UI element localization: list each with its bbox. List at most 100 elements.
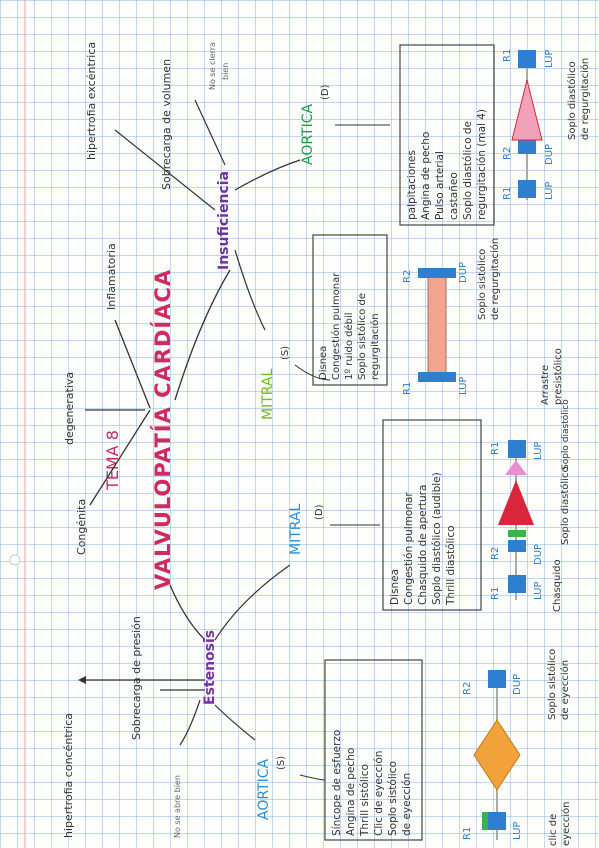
r1-bar — [418, 372, 456, 382]
est-aortica-lup: LUP — [512, 822, 523, 840]
est-mitral-note-arrastre-2: presistólico — [552, 348, 564, 405]
insuficiencia-effect-1: hipertrofia excéntrica — [85, 42, 98, 160]
binder-hole — [9, 554, 21, 566]
est-mitral-sub: (D) — [314, 504, 325, 520]
est-mitral-note-arrastre-1: Arrastre — [540, 365, 551, 405]
cause-degenerativa: degenerativa — [63, 372, 76, 445]
r2-bar — [518, 140, 536, 154]
clic-bar — [482, 812, 488, 830]
symptom: Congestión pulmonar — [403, 492, 415, 605]
estenosis-connectors — [80, 564, 291, 746]
symptom: Chasquido de apertura — [417, 485, 429, 605]
symptom: Pulso arterial — [434, 151, 446, 220]
symptom: Síncope de esfuerzo — [331, 730, 343, 836]
est-aortica-dup: DUP — [512, 674, 523, 695]
ins-mitral-dup: DUP — [458, 262, 469, 283]
est-aortica-symptoms: Síncope de esfuerzo Angina de pecho Thri… — [331, 730, 413, 837]
est-mitral-lup: LUP — [533, 582, 544, 600]
ins-mitral-note-2: de regurgitación — [489, 238, 501, 320]
symptom: Soplo sistólico de — [356, 293, 368, 380]
arrow-head — [78, 676, 86, 684]
causes-connectors — [85, 319, 151, 506]
est-aortica-note-left-2: eyección — [560, 802, 572, 846]
symptom: Thrill sistólico — [359, 764, 371, 837]
symptom: Soplo diastólico (audible) — [431, 472, 443, 605]
ins-aortica-box — [399, 44, 495, 226]
ins-aortica-dup: DUP — [544, 144, 555, 165]
page-title: TEMA 8 — [103, 430, 122, 491]
symptom: de eyección — [401, 773, 413, 836]
symptom: palpitaciones — [406, 150, 418, 220]
r1-bar — [508, 575, 526, 593]
symptom: Clic de eyección — [373, 751, 385, 836]
chasquido-bar — [508, 530, 526, 537]
ins-aortica-r1b: R1 — [502, 49, 513, 62]
symptom: Disnea — [389, 569, 401, 605]
insuficiencia-connectors — [114, 99, 301, 331]
symptom: Thrill diastólico — [445, 525, 457, 606]
cause-congenita: Congénita — [75, 499, 88, 555]
estenosis-effect-2a: Sobrecarga de presión — [130, 616, 143, 740]
r1b-bar — [518, 50, 536, 68]
ins-mitral-r2: R2 — [402, 270, 413, 283]
ins-aortica-phonogram — [511, 50, 543, 200]
connector — [294, 364, 331, 381]
cause-inflamatoria: Inflamatoria — [105, 243, 118, 310]
est-mitral-label: MITRAL — [288, 504, 304, 555]
r1-bar — [518, 180, 536, 198]
ins-mitral-lup: LUP — [458, 377, 469, 395]
symptom: regurgitación (mal 4) — [476, 109, 488, 220]
ins-mitral-note-1: Soplo sistólico — [476, 249, 488, 320]
est-aortica-sub: (S) — [276, 756, 287, 770]
symptom: Congestión pulmonar — [330, 272, 342, 380]
r1-bar — [488, 812, 506, 830]
insuficiencia-effect-2: Sobrecarga de volumen — [160, 59, 173, 190]
diamond-murmur — [473, 719, 521, 791]
ins-aortica-r1: R1 — [502, 187, 513, 200]
salmon-murmur — [427, 269, 447, 381]
insuficiencia-label: Insuficiencia — [216, 171, 232, 270]
estenosis-effect-1: hipertrofia concéntrica — [62, 713, 75, 838]
ins-mitral-symptoms: Disnea Congestión pulmonar 1º ruido débi… — [318, 272, 381, 380]
r2-bar — [488, 670, 506, 688]
ins-aortica-symptoms: palpitaciones Angina de pecho Pulso arte… — [406, 109, 488, 220]
symptom: Soplo sistólico — [387, 761, 399, 836]
ins-aortica-sub: (D) — [320, 84, 331, 100]
est-aortica-label: AORTICA — [256, 758, 272, 820]
est-aortica-note-1: Soplo sistólico — [546, 649, 558, 720]
ins-mitral-r1: R1 — [402, 382, 413, 395]
symptom: Angina de pecho — [420, 132, 432, 220]
ins-aortica-lup: LUP — [544, 182, 555, 200]
ins-mitral-box — [312, 234, 388, 386]
symptom: Soplo diastólico de — [462, 121, 474, 220]
r2-bar — [508, 540, 526, 552]
r1b-bar — [508, 440, 526, 458]
est-mitral-note-chasquido: Chasquido — [552, 559, 563, 612]
symptom: 1º ruido débil — [343, 312, 355, 380]
connector — [299, 774, 326, 781]
estenosis-label: Estenosis — [202, 630, 218, 705]
ins-aortica-label: AORTICA — [300, 103, 316, 165]
ins-aortica-r2: R2 — [502, 147, 513, 160]
est-mitral-dup: DUP — [533, 544, 544, 565]
ins-aortica-note-2: de regurgitación — [579, 58, 591, 140]
est-mitral-box — [382, 419, 482, 611]
ins-aortica-lup2: LUP — [544, 50, 555, 68]
est-aortica-note-2: de eyección — [559, 660, 571, 720]
insuficiencia-side-note-1: No se cierra — [208, 42, 217, 90]
symptom: castañeo — [448, 172, 460, 220]
symptom: Angina de pecho — [345, 748, 357, 836]
est-mitral-r1b: R1 — [490, 442, 501, 455]
central-title: VALVULOPATÍA CARDÍACA — [150, 269, 175, 590]
est-aortica-box — [324, 659, 423, 841]
est-mitral-phonogram — [498, 440, 534, 600]
ins-aortica-note-1: Soplo diastólico — [566, 61, 578, 140]
ins-mitral-phonogram — [418, 268, 456, 382]
symptom: regurgitación — [369, 313, 381, 380]
est-aortica-r2: R2 — [462, 682, 473, 695]
est-mitral-lup2: LUP — [533, 442, 544, 460]
est-mitral-r1: R1 — [490, 587, 501, 600]
symptom: Disnea — [318, 346, 329, 380]
